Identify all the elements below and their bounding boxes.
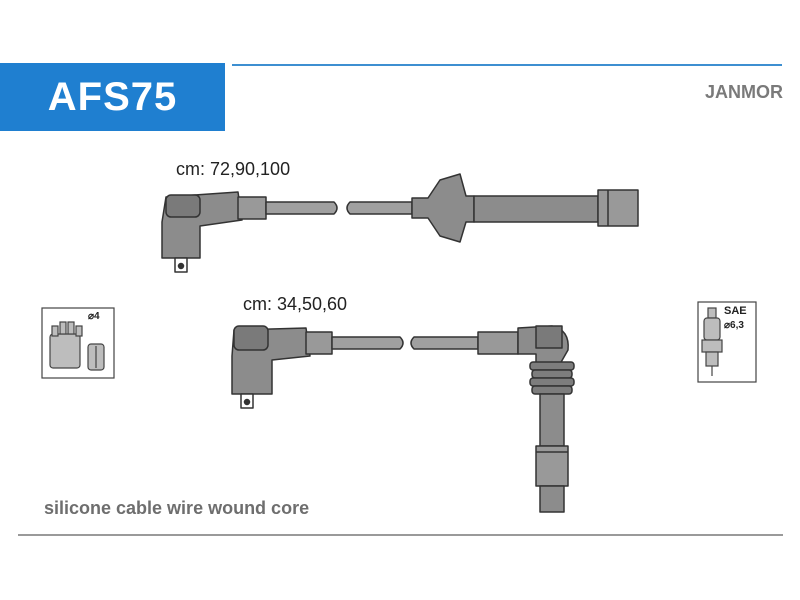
header-rule [232, 64, 782, 66]
spark-plug-standard-label: SAE [724, 305, 747, 317]
footer-rule [18, 534, 783, 536]
distributor-icon [41, 307, 115, 379]
lead-2-long-shaft [539, 393, 565, 447]
lead-2-ribs [529, 361, 575, 395]
lead-2-tip [539, 485, 565, 513]
distributor-diameter-label: ⌀4 [88, 311, 100, 322]
lead-2-sleeve [305, 331, 333, 355]
lead-2-sleeve-right [477, 331, 519, 355]
brand-name: JANMOR [704, 82, 783, 102]
lead-1-tip [597, 189, 639, 227]
lead-2-cable-b [410, 336, 479, 350]
lead-2-length-label: cm: 34,50,60 [243, 294, 348, 314]
part-number-badge: AFS75 [0, 63, 225, 131]
lead-2-cable-a [331, 336, 404, 350]
lead-1-cable-b [346, 201, 413, 215]
lead-2 [231, 325, 575, 513]
lead-2-boot-cap [233, 325, 269, 351]
lead-1-cable-a [265, 201, 338, 215]
product-description: silicone cable wire wound core [44, 498, 310, 518]
lead-1-boot-cap [165, 194, 201, 218]
lead-1 [161, 173, 639, 273]
spark-plug-diameter-label: ⌀6,3 [724, 320, 744, 331]
lead-1-shaft [473, 195, 599, 223]
lead-1-sleeve [237, 196, 267, 220]
lead-1-length-label: cm: 72,90,100 [176, 159, 291, 179]
spark-plug-icon [697, 301, 757, 383]
lead-1-flange [411, 173, 475, 243]
